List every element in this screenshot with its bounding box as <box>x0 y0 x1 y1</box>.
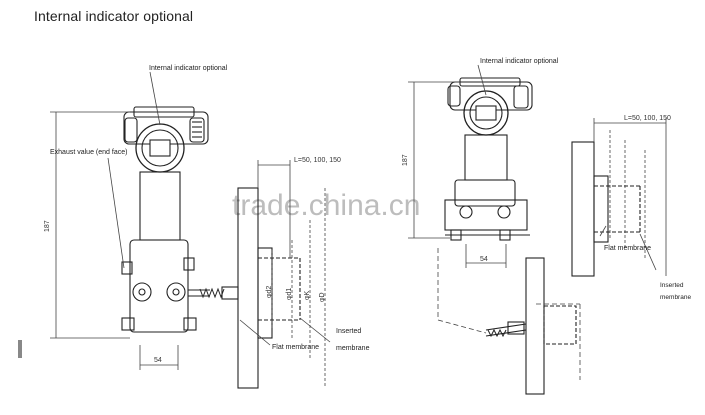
left-width-dim: 54 <box>154 357 162 364</box>
right-inserted-membrane-label-1: Inserted <box>660 282 684 289</box>
left-transmitter <box>121 106 239 333</box>
right-indicator-label: Internal indicator optional <box>480 58 559 65</box>
left-insert-length-dim: L=50, 100, 150 <box>294 157 341 164</box>
right-height-dim: 187 <box>402 154 409 166</box>
page-title: Internal indicator optional <box>34 8 194 24</box>
left-inserted-membrane-label-2: membrane <box>336 345 370 352</box>
right-inserted-membrane-label-2: membrane <box>660 294 691 301</box>
right-flat-membrane-label: Flat membrane <box>604 245 651 252</box>
left-dimensions <box>50 71 331 388</box>
right-flange <box>485 141 641 395</box>
right-insert-length-dim: L=50, 100, 150 <box>624 115 671 122</box>
left-diameter-d2: φd2 <box>266 286 273 298</box>
exhaust-label: Exhaust value (end face) <box>50 149 127 156</box>
left-height-dim: 187 <box>44 220 51 232</box>
left-diameter-d1: φd1 <box>286 288 293 300</box>
side-marker <box>18 340 22 358</box>
left-indicator-label: Internal indicator optional <box>149 65 228 72</box>
left-diameter-D: φD <box>319 292 326 302</box>
left-diameter-k: φK <box>304 290 311 300</box>
left-flat-membrane-label: Flat membrane <box>272 344 319 351</box>
left-inserted-membrane-label-1: Inserted <box>336 328 361 335</box>
right-dimensions <box>408 64 667 380</box>
right-transmitter <box>444 77 533 241</box>
watermark-text: trade.china.cn <box>232 189 420 222</box>
right-width-dim: 54 <box>480 256 488 263</box>
